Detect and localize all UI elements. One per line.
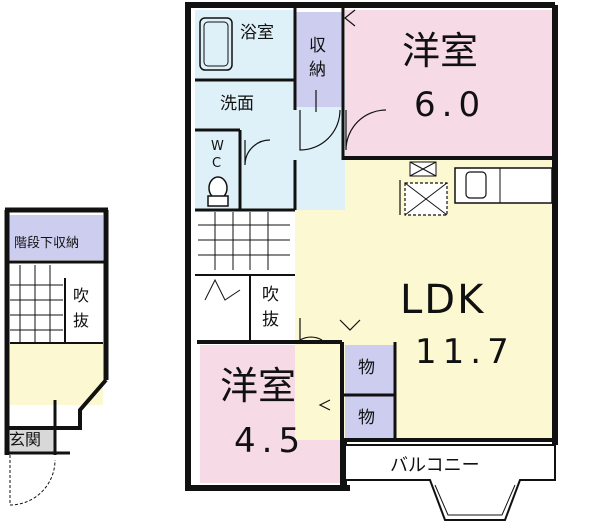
balcony-name: バルコニー [390,455,480,476]
closet-upper-name: 物 [358,358,375,378]
western-room-1-size: 6.0 [414,85,487,125]
void-ground-line1: 吹 [73,286,90,305]
ldk-name: LDK [400,277,486,323]
under-stair-storage-name: 階段下収納 [14,236,80,251]
entrance-name: 玄関 [9,430,42,449]
void-ground-line2: 抜 [73,311,90,330]
ldk-size: 11.7 [415,332,515,372]
closet-lower-name: 物 [358,408,375,428]
western-room-1-name: 洋室 [402,29,479,73]
toilet-line2: C [212,156,222,171]
void-main-line1: 吹 [262,285,279,305]
washroom-name: 洗面 [220,94,254,114]
toilet-line1: W [211,139,224,154]
western-room-2-size: 4.5 [234,421,307,461]
storage-main-line1: 収 [309,36,326,56]
void-main-line2: 抜 [262,310,279,330]
western-room-2-name: 洋室 [220,364,297,408]
storage-main-line2: 納 [309,60,326,80]
bath-name: 浴室 [240,23,274,43]
